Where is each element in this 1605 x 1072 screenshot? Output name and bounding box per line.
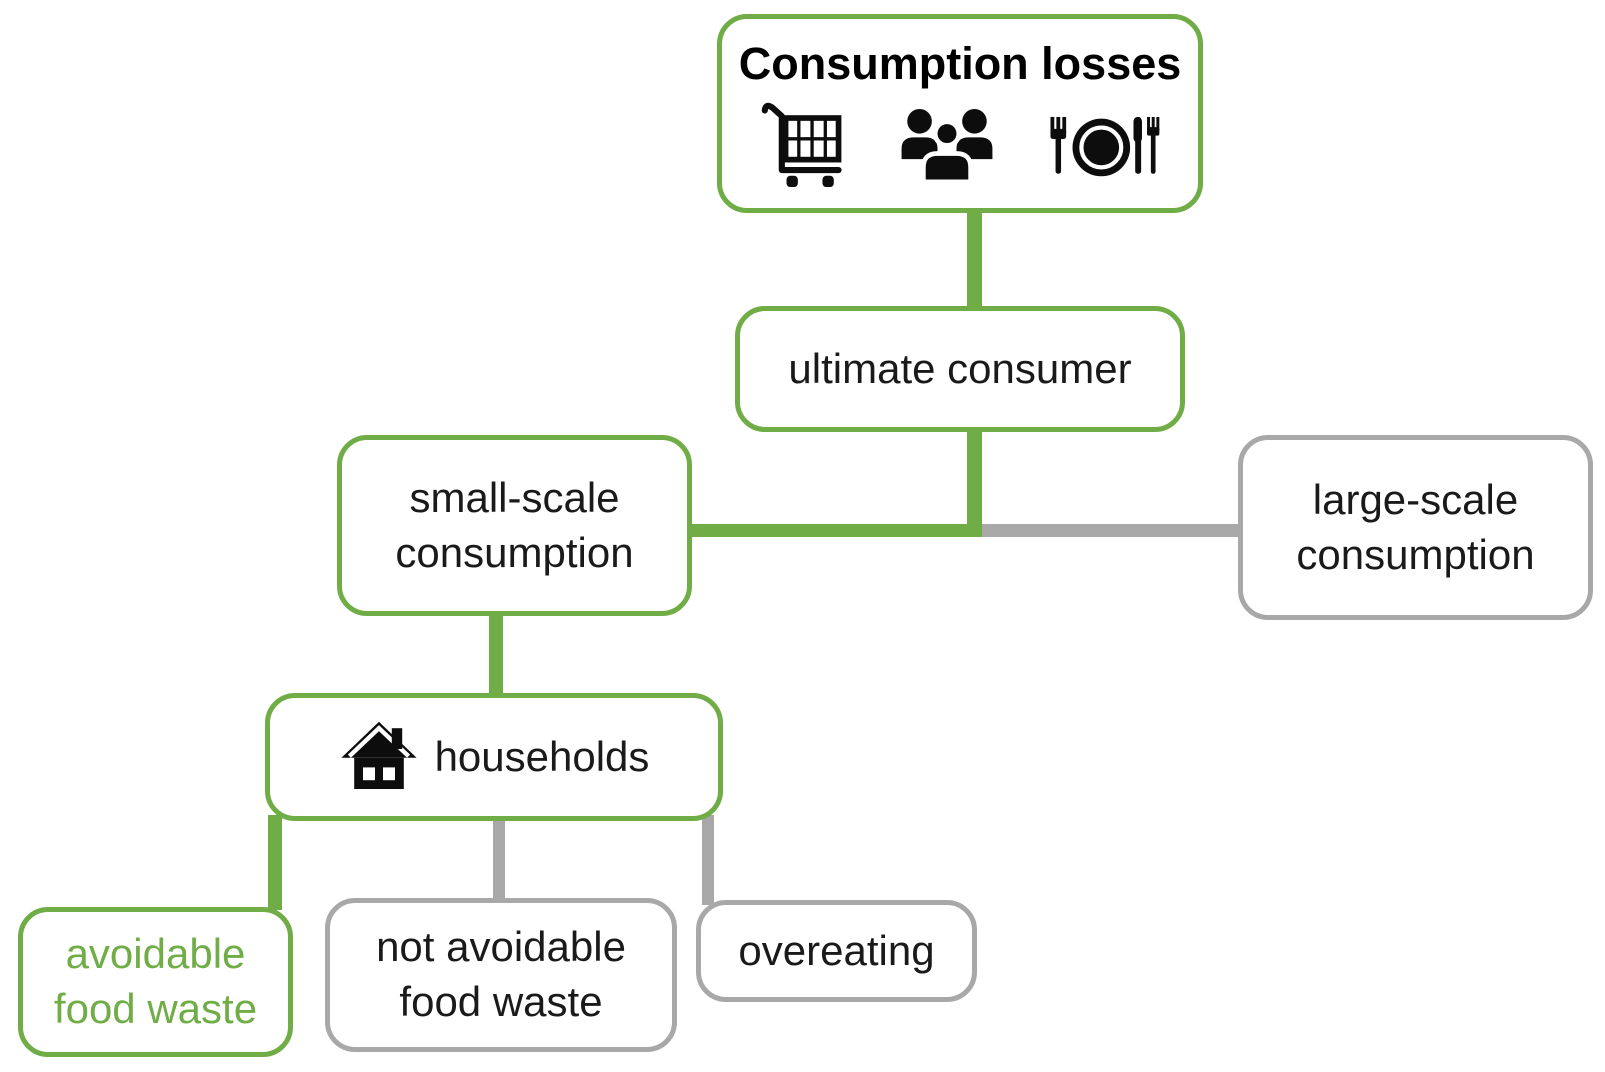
- house-icon: [340, 721, 417, 789]
- shopping-cart-icon: [761, 102, 842, 187]
- node-households: households: [265, 693, 723, 821]
- node-avoidable-food-waste-label: avoidable food waste: [53, 930, 258, 1032]
- node-consumption-losses-label: Consumption losses: [738, 38, 1182, 90]
- node-ultimate-consumer-label: ultimate consumer: [788, 344, 1132, 392]
- consumption-icons-row: [757, 101, 1164, 188]
- dining-plate-icon: [1049, 116, 1159, 177]
- edge-junction-to-large-scale: [975, 524, 1243, 537]
- edge-households-to-not-avoidable: [493, 815, 505, 903]
- node-ultimate-consumer: ultimate consumer: [735, 306, 1185, 432]
- edge-households-to-overeating: [702, 815, 714, 905]
- node-overeating-label: overeating: [738, 926, 935, 974]
- edge-ultimate-consumer-down: [967, 425, 982, 537]
- people-group-icon: [901, 109, 992, 185]
- edge-root-to-ultimate-consumer: [967, 205, 982, 315]
- node-overeating: overeating: [696, 900, 977, 1002]
- node-small-scale-consumption-label: small-scale consumption: [395, 473, 634, 576]
- edge-households-to-avoidable: [268, 815, 282, 910]
- node-large-scale-consumption-label: large-scale consumption: [1296, 475, 1535, 578]
- node-avoidable-food-waste: avoidable food waste: [18, 907, 293, 1057]
- node-consumption-losses: Consumption losses: [717, 14, 1203, 213]
- edge-small-scale-to-junction: [685, 524, 982, 537]
- node-small-scale-consumption: small-scale consumption: [337, 435, 692, 616]
- node-not-avoidable-food-waste-label: not avoidable food waste: [376, 923, 626, 1025]
- node-large-scale-consumption: large-scale consumption: [1238, 435, 1593, 620]
- node-households-label: households: [434, 732, 650, 780]
- node-not-avoidable-food-waste: not avoidable food waste: [325, 898, 677, 1052]
- edge-small-scale-to-households: [489, 610, 503, 700]
